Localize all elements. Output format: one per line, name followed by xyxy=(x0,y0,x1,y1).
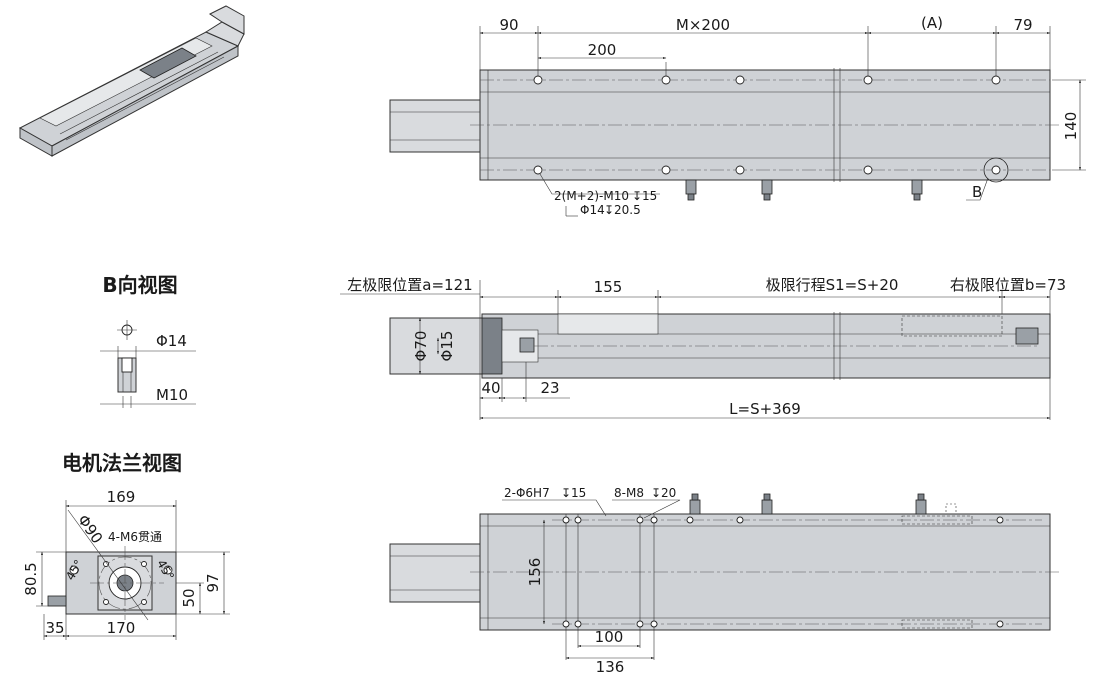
flange-h-50: 50 xyxy=(180,588,198,607)
dim-136: 136 xyxy=(596,658,625,676)
top-view: 90 M×200 200 (A) 79 140 2(M+2)-M10 ↧ 15 … xyxy=(389,14,1086,217)
dim-height-140: 140 xyxy=(1062,112,1080,141)
b-view-title: B向视图 xyxy=(102,273,177,297)
thread-holes: 8-M8 xyxy=(614,486,644,500)
dim-23: 23 xyxy=(540,379,559,397)
depth-symbol-4: ↧ xyxy=(651,486,661,500)
motor-block xyxy=(389,99,483,153)
flange-h-97: 97 xyxy=(204,573,222,592)
callout-b: B xyxy=(972,183,982,201)
dim-156: 156 xyxy=(526,558,544,587)
coupling-housing xyxy=(481,317,503,375)
bottom-motor xyxy=(389,543,483,603)
dim-100: 100 xyxy=(595,628,624,646)
dim-right-79: 79 xyxy=(1013,16,1032,34)
right-limit: 右极限位置b=73 xyxy=(950,276,1066,294)
b-view: B向视图 Φ14 M10 xyxy=(100,273,196,408)
callout-cbore: Φ14 xyxy=(580,203,605,217)
dim-pitch-total: M×200 xyxy=(676,16,730,34)
bottom-sensors xyxy=(689,493,957,515)
dia-15: Φ15 xyxy=(438,331,456,362)
pin-depth: 15 xyxy=(571,486,586,500)
flange-title: 电机法兰视图 xyxy=(62,451,182,475)
flange-holes: 4-M6贯通 xyxy=(108,530,162,544)
depth-symbol-2: ↧ xyxy=(604,203,614,217)
carriage-length: 155 xyxy=(594,278,623,296)
dim-40: 40 xyxy=(481,379,500,397)
flange-w-35: 35 xyxy=(45,619,64,637)
stroke: 极限行程S1=S+20 xyxy=(766,276,899,294)
side-view: 左极限位置a=121 155 极限行程S1=S+20 右极限位置b=73 Φ70… xyxy=(340,276,1066,420)
flange-h-80-5: 80.5 xyxy=(22,562,40,595)
depth-symbol: ↧ xyxy=(632,189,642,203)
detail-b-circle xyxy=(983,157,1009,183)
depth-symbol-3: ↧ xyxy=(561,486,571,500)
b-view-dia: Φ14 xyxy=(156,332,187,350)
carriage-holes xyxy=(562,516,1004,628)
dia-70: Φ70 xyxy=(412,331,430,362)
left-limit: 左极限位置a=121 xyxy=(347,276,472,294)
thread-depth: 20 xyxy=(661,486,676,500)
mounting-holes xyxy=(533,75,1001,175)
flange-w-170: 170 xyxy=(107,619,136,637)
dim-left-90: 90 xyxy=(499,16,518,34)
flange-view: 电机法兰视图 169 Φ90 4-M6贯通 45° 45° xyxy=(22,451,230,640)
callout-holes: 2(M+2)-M10 xyxy=(554,189,629,203)
pin-holes: 2-Φ6H7 xyxy=(504,486,550,500)
callout-holes-depth: 15 xyxy=(642,189,657,203)
b-view-thread: M10 xyxy=(156,386,188,404)
flange-pcd-90: Φ90 xyxy=(74,511,106,547)
callout-cbore-depth: 20.5 xyxy=(614,203,641,217)
carriage xyxy=(557,313,659,335)
isometric-view xyxy=(18,5,245,157)
bottom-view: 2-Φ6H7 ↧ 15 8-M8 ↧ 20 156 100 136 xyxy=(389,486,1060,676)
dim-a: (A) xyxy=(921,14,943,32)
total-length: L=S+369 xyxy=(729,400,801,418)
limit-sensors xyxy=(685,179,923,201)
dim-pitch-200: 200 xyxy=(588,41,617,59)
side-motor xyxy=(389,317,483,375)
flange-width-169: 169 xyxy=(107,488,136,506)
